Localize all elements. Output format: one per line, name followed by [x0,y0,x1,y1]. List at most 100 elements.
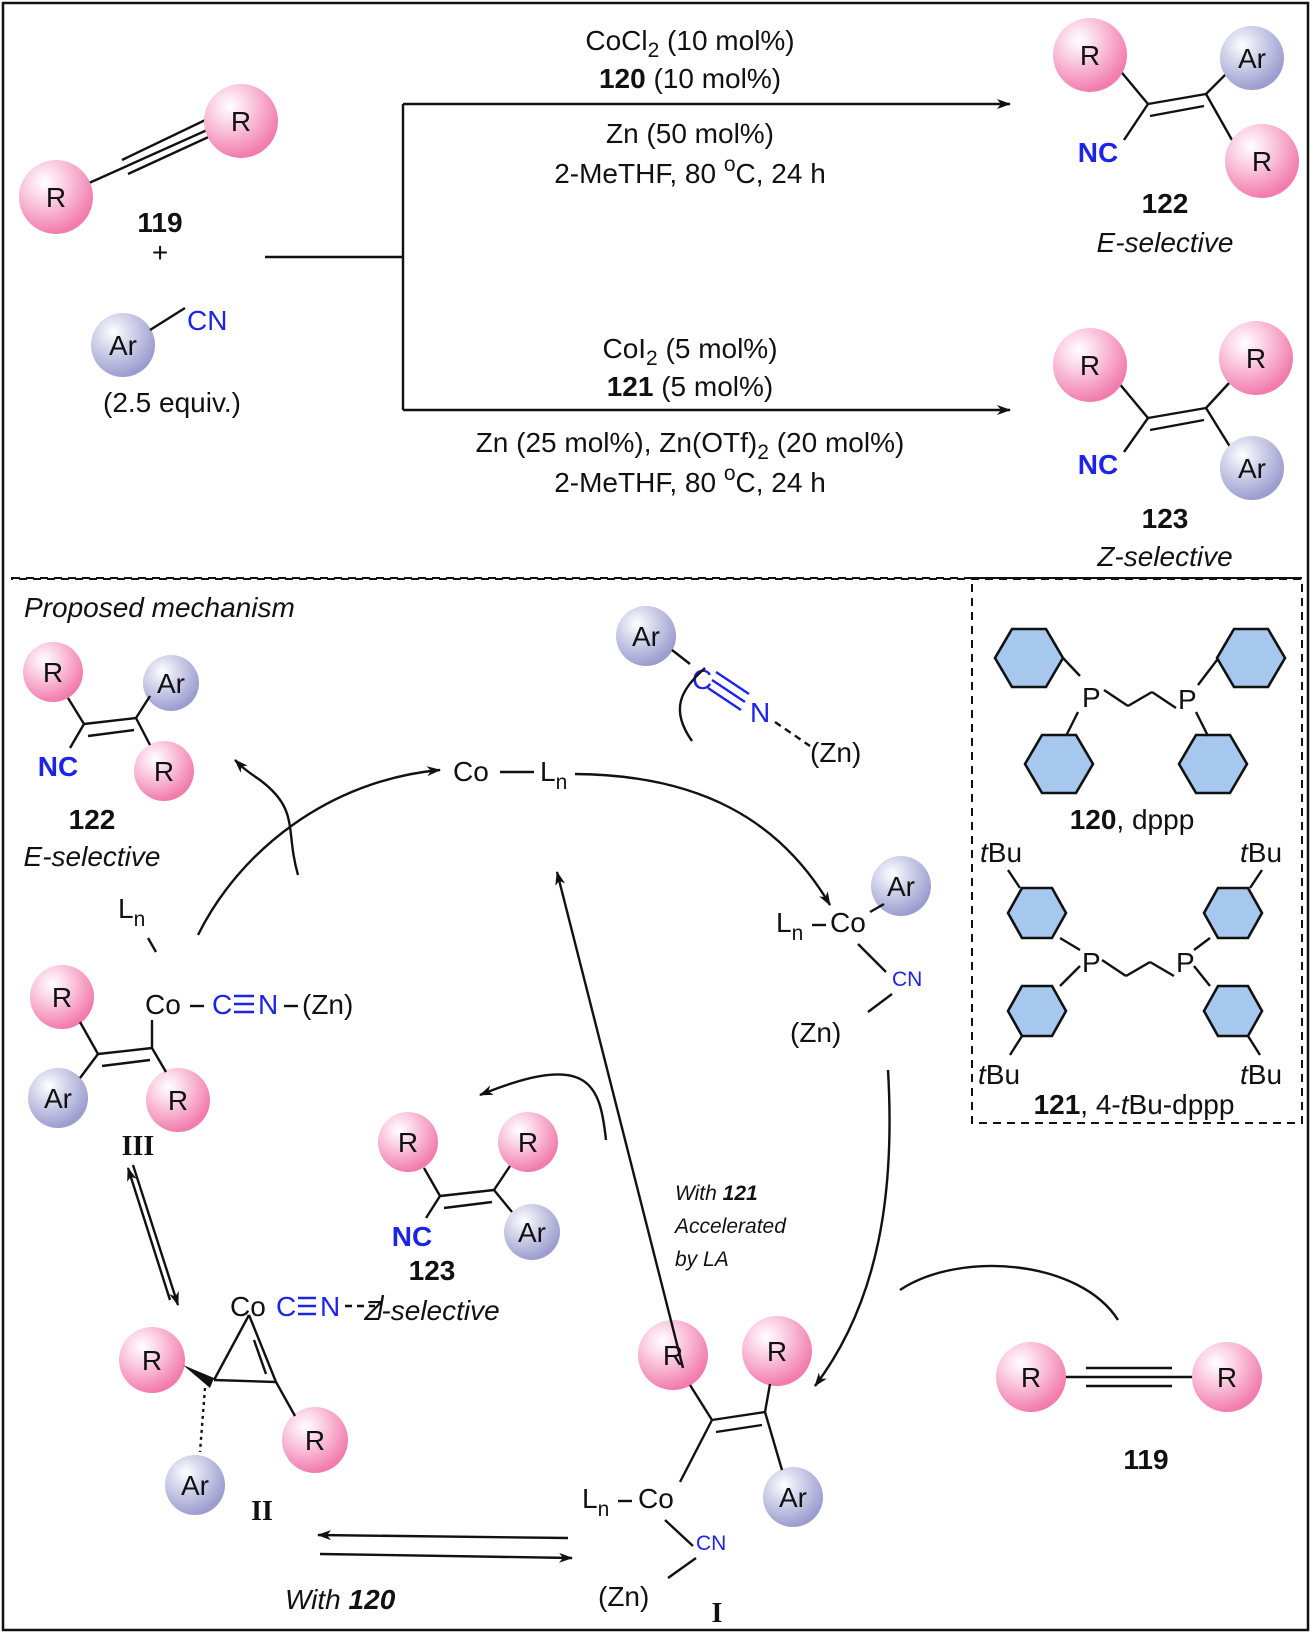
svg-text:R: R [1021,1362,1041,1393]
svg-text:NC: NC [38,751,78,782]
svg-text:Ar: Ar [1238,43,1266,74]
svg-text:R: R [168,1085,188,1116]
r-ball [30,965,94,1029]
svg-text:tBu: tBu [980,837,1022,868]
svg-text:Ln: Ln [540,756,567,794]
r-ball [23,642,83,702]
r-ball [134,741,194,801]
compound-123-label: 123 [409,1255,456,1286]
ligand-121-tbu-dppp: tBu tBu tBu tBu P P 121, 4-tBu-dppp [978,837,1282,1120]
svg-text:tBu: tBu [978,1059,1020,1090]
phenyl-ring [1006,984,1068,1038]
svg-text:R: R [154,756,174,787]
svg-text:R: R [398,1127,418,1158]
phenyl-ring [993,627,1065,689]
r-ball [146,1068,210,1132]
svg-text:CoCl2 (10 mol%): CoCl2 (10 mol%) [585,25,794,62]
r-ball [1225,124,1299,198]
alkyne-119-top: R R 119 + [19,84,278,268]
mechanism-box [11,577,1301,580]
svg-text:Co: Co [453,756,489,787]
ligand-box [971,577,1303,1124]
svg-text:tBu: tBu [1240,837,1282,868]
product-122-top: R Ar R NC 122 E-selective [1053,18,1299,258]
phenyl-ring [1202,886,1264,940]
svg-text:Ar: Ar [1238,453,1266,484]
svg-text:120, dppp: 120, dppp [1070,804,1195,835]
svg-text:R: R [518,1127,538,1158]
phenyl-ring [1215,627,1287,689]
svg-text:C: C [692,664,712,695]
svg-text:Ar: Ar [181,1470,209,1501]
svg-text:2-MeTHF, 80 oC, 24 h: 2-MeTHF, 80 oC, 24 h [554,153,826,189]
ligand-120-dppp: P P 120, dppp [993,627,1287,835]
svg-text:R: R [142,1345,162,1376]
aryl-nitrile: Ar CN (2.5 equiv.) [91,305,241,418]
product-123-top: R R Ar NC 123 Z-selective [1053,321,1293,572]
intermediate-I-label: I [712,1598,723,1629]
svg-text:Ln: Ln [776,907,803,945]
ar-ball [1220,436,1284,500]
mechanism-title: Proposed mechanism [24,592,295,623]
nitrile-zn-complex: Ar C N (Zn) [616,606,861,768]
svg-text:Co: Co [638,1483,674,1514]
svg-text:120 (10 mol%): 120 (10 mol%) [599,63,781,94]
svg-text:R: R [1080,40,1100,71]
svg-text:Ln: Ln [582,1483,609,1521]
nc-label: NC [1078,449,1118,480]
e-selective-label: E-selective [24,841,161,872]
ar-ball [616,606,676,666]
svg-text:Ar: Ar [887,871,915,902]
svg-text:Accelerated: Accelerated [673,1215,787,1238]
svg-text:121 (5 mol%): 121 (5 mol%) [607,371,774,402]
svg-text:(Zn): (Zn) [810,737,861,768]
svg-text:NC: NC [392,1221,432,1252]
svg-text:Ar: Ar [779,1482,807,1513]
compound-123-label: 123 [1142,503,1189,534]
nitrile-cn: CN [187,305,227,336]
svg-text:Ar: Ar [157,668,185,699]
product-122-mechanism: R Ar R NC 122 E-selective [23,642,199,872]
z-selective-label: Z-selective [1096,541,1232,572]
intermediate-II-label: II [251,1496,273,1527]
svg-text:N: N [258,989,278,1020]
product-123-mechanism: R R Ar NC 123 Z-selective [363,1112,560,1326]
svg-text:Co: Co [230,1291,266,1322]
svg-text:by LA: by LA [675,1248,729,1271]
path-121-annotation: With 121 Accelerated by LA [673,1182,787,1271]
svg-text:With 121: With 121 [675,1182,758,1205]
upper-conditions: CoCl2 (10 mol%) 120 (10 mol%) Zn (50 mol… [554,25,826,189]
ar-ball [504,1204,560,1260]
svg-text:R: R [52,982,72,1013]
svg-text:R: R [1246,343,1266,374]
branch-arrows [265,99,1011,415]
r-ball [119,1327,185,1393]
r-ball [1053,18,1127,92]
svg-text:R: R [767,1336,787,1367]
svg-text:Co: Co [830,907,866,938]
svg-text:P: P [1178,684,1197,715]
svg-text:CN: CN [696,1532,726,1555]
intermediate-III: R Ar R Ln Co C N (Zn) III [28,893,353,1162]
compound-119-label: 119 [137,207,182,238]
oxidative-addition-complex: Ar Ln Co CN (Zn) [776,856,931,1048]
svg-text:Ar: Ar [109,330,137,361]
svg-text:Ar: Ar [632,621,660,652]
svg-text:Ar: Ar [518,1217,546,1248]
svg-text:Ar: Ar [44,1083,72,1114]
r-ball [996,1342,1066,1412]
intermediate-I: R R Ar Ln Co CN (Zn) I [582,1316,823,1629]
ar-ball [165,1455,225,1515]
svg-text:CN: CN [892,968,922,991]
svg-text:N: N [320,1291,340,1322]
plus-sign: + [152,237,168,268]
svg-text:tBu: tBu [1240,1059,1282,1090]
compound-122-label: 122 [69,804,116,835]
intermediate-III-label: III [122,1131,155,1162]
phenyl-ring [1023,733,1095,795]
svg-text:Zn (25 mol%), Zn(OTf)2 (20 mol: Zn (25 mol%), Zn(OTf)2 (20 mol%) [476,427,905,464]
svg-text:R: R [46,182,66,213]
svg-text:121, 4-tBu-dppp: 121, 4-tBu-dppp [1034,1089,1235,1120]
